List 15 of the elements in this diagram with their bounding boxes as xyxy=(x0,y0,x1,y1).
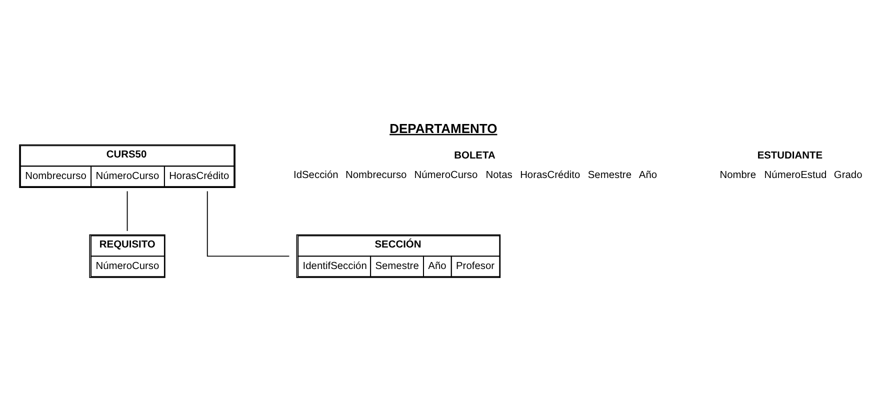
diagram-title: DEPARTAMENTO xyxy=(390,120,498,136)
label: Año xyxy=(638,170,658,181)
label: BOLETA xyxy=(454,150,496,162)
label: Nombrecurso xyxy=(346,170,407,181)
connector xyxy=(206,190,290,256)
label: Nombre xyxy=(720,170,756,181)
label: HorasCrédito xyxy=(520,170,580,181)
label: NúmeroCurso xyxy=(414,170,478,181)
label: Semestre xyxy=(588,170,632,181)
connector xyxy=(126,190,128,231)
label: NúmeroEstud xyxy=(764,170,827,181)
label: ESTUDIANTE xyxy=(757,150,823,162)
label: IdSección xyxy=(294,170,338,181)
label: Grado xyxy=(834,170,862,181)
label: Notas xyxy=(486,170,512,181)
